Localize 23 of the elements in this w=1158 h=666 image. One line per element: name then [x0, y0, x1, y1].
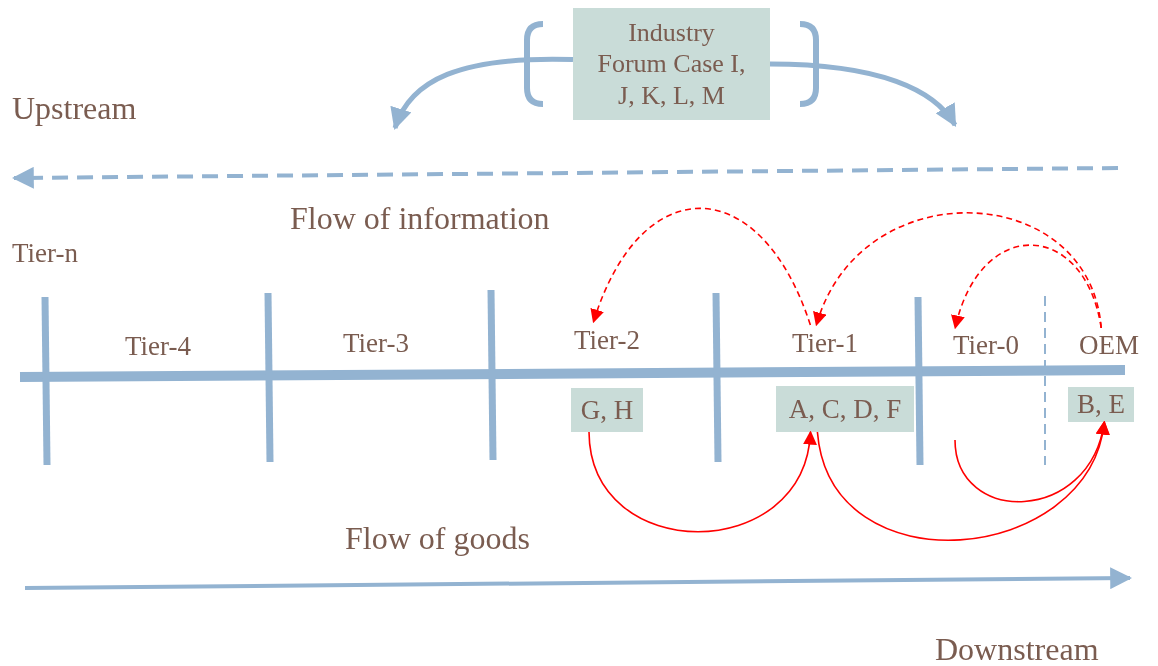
arrow: [952, 244, 1102, 330]
arrow: [391, 56, 574, 131]
arrow: [591, 207, 812, 326]
tier-label: Tier-2: [562, 322, 652, 358]
tier-label: Tier-1: [782, 325, 868, 361]
tier-label: Tier-4: [125, 333, 191, 360]
direction-label: Downstream: [935, 633, 1099, 665]
arrow: [954, 420, 1108, 503]
oem-label: OEM: [1070, 328, 1148, 362]
tier-label: Tier-0: [942, 328, 1030, 362]
supplier-box: B, E: [1068, 387, 1134, 422]
arrow: [769, 61, 958, 127]
arrow: [814, 212, 1102, 329]
tier-label: Tier-3: [343, 330, 409, 357]
supplier-box: G, H: [571, 388, 643, 432]
supplier-box: A, C, D, F: [776, 386, 914, 432]
flow-label: Flow of information: [290, 202, 550, 234]
flow-label: Flow of goods: [345, 522, 530, 554]
tier-label: Tier-n: [12, 240, 78, 267]
case-box: Industry Forum Case I, J, K, L, M: [573, 8, 770, 120]
direction-label: Upstream: [12, 92, 137, 124]
arrow: [588, 430, 816, 533]
arrow: [816, 420, 1108, 541]
